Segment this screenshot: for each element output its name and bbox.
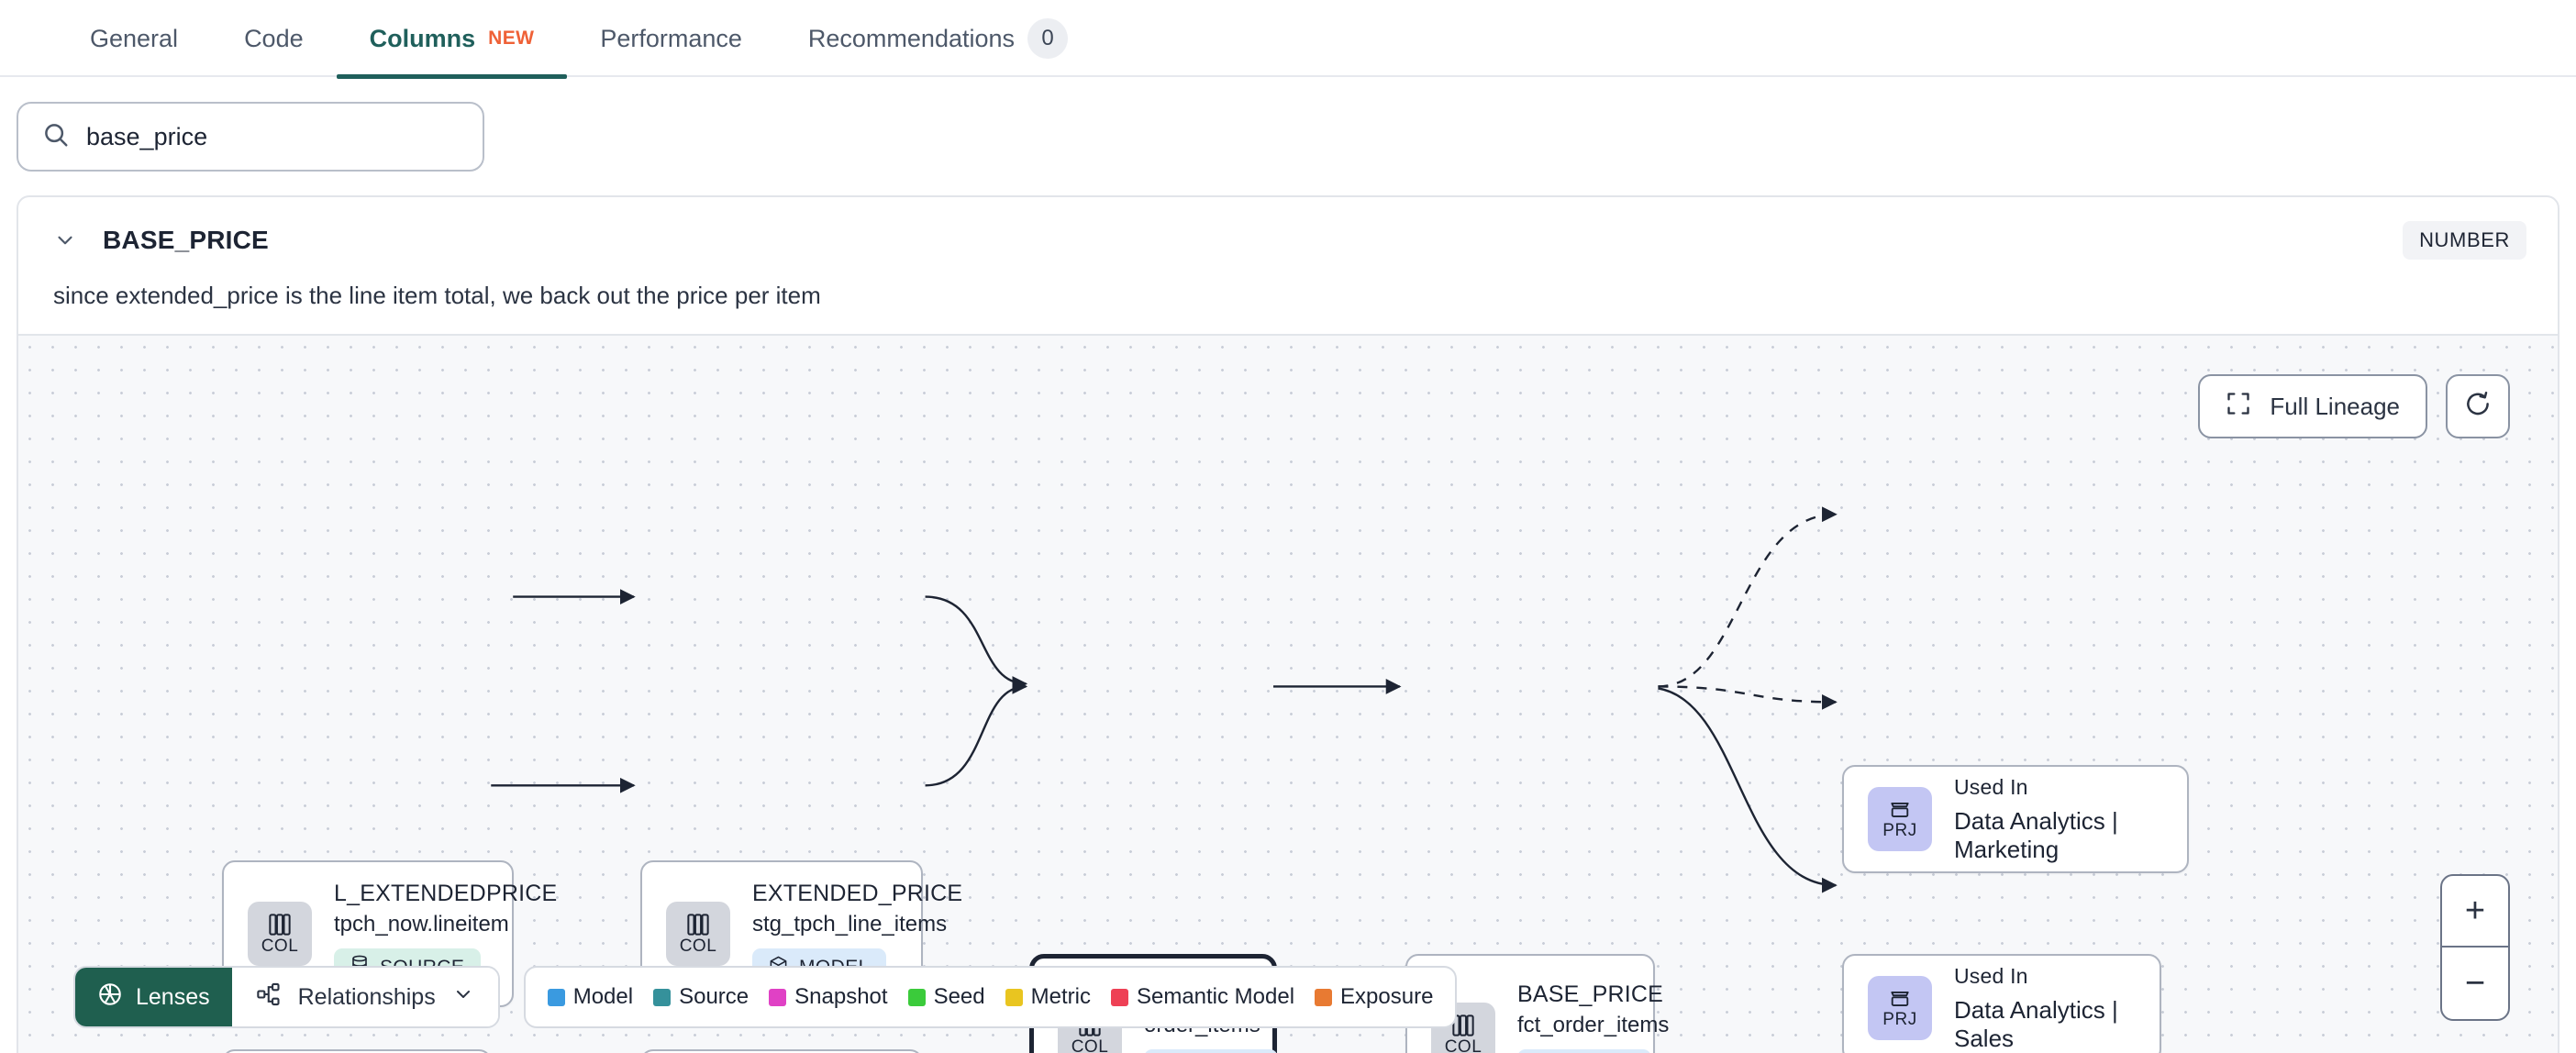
refresh-icon [2464,391,2492,423]
tab-general[interactable]: General [57,0,211,77]
tab-recommendations[interactable]: Recommendations 0 [775,0,1101,77]
legend-item-snapshot: Snapshot [769,984,888,1010]
project-icon: PRJ [1868,976,1932,1040]
node-subtitle: Data Analytics | Marketing [1954,806,2118,863]
legend-item-seed: Seed [907,984,985,1010]
legend-swatch [653,988,672,1006]
legend-swatch [1315,988,1333,1006]
tab-label: Code [244,24,304,52]
tab-bar: General Code Columns NEW Performance Rec… [0,0,2576,79]
legend-label: Exposure [1340,984,1434,1009]
legend-swatch [907,988,926,1006]
search-box[interactable] [17,102,484,172]
tab-performance[interactable]: Performance [567,0,775,77]
node-subtitle: fct_order_items [1517,1013,1670,1037]
tab-code[interactable]: Code [211,0,337,77]
legend-label: Source [679,984,749,1009]
lineage-node-used-in-sales[interactable]: PRJ Used In Data Analytics | Sales [1842,954,2161,1053]
expand-icon [2226,391,2251,423]
col-icon: COL [248,902,312,966]
node-subtitle: Data Analytics | Sales [1954,995,2118,1052]
lineage-node-used-in-marketing[interactable]: PRJ Used In Data Analytics | Marketing [1842,765,2189,873]
legend-label: Snapshot [794,984,888,1009]
tab-columns[interactable]: Columns NEW [336,0,568,79]
zoom-out-button[interactable]: − [2464,963,2486,1003]
project-icon: PRJ [1868,787,1932,851]
node-type-pill: MODEL [1144,1049,1278,1053]
full-lineage-button[interactable]: Full Lineage [2198,374,2427,438]
column-description: since extended_price is the line item to… [53,282,821,309]
recommendations-count-badge: 0 [1027,18,1069,59]
legend-label: Semantic Model [1136,984,1295,1009]
col-icon-label: COL [261,937,299,956]
search-area [0,77,2576,172]
lenses-label: Lenses [136,983,210,1010]
column-header: BASE_PRICE NUMBER [18,197,2558,265]
node-title: Used In [1954,774,2028,799]
column-type-badge: NUMBER [2403,221,2526,260]
col-icon-label: COL [1071,1037,1109,1053]
search-input[interactable] [86,122,459,151]
search-icon [42,121,70,153]
aperture-icon [97,981,123,1014]
zoom-controls: + − [2440,874,2510,1021]
node-title: BASE_PRICE [1517,981,1664,1007]
legend-item-metric: Metric [1005,984,1091,1010]
node-title: EXTENDED_PRICE [752,881,963,906]
full-lineage-label: Full Lineage [2270,392,2400,420]
col-icon: COL [1431,1003,1495,1053]
tab-label: Columns [369,24,476,52]
tab-label: Performance [600,24,742,52]
relationships-button[interactable]: Relationships [231,968,498,1026]
lineage-node-quantity[interactable]: COL QUANTITY stg_tpch_line_items MODEL [640,1049,923,1053]
chevron-down-icon [452,983,474,1012]
legend-swatch [547,988,565,1006]
node-title: Used In [1954,963,2028,988]
legend-label: Seed [933,984,985,1009]
legend-item-source: Source [653,984,749,1010]
legend-item-exposure: Exposure [1315,984,1433,1010]
column-panel: BASE_PRICE NUMBER since extended_price i… [17,195,2559,1053]
refresh-button[interactable] [2446,374,2510,438]
project-icon-label: PRJ [1882,821,1917,840]
tab-label: General [90,24,179,52]
lineage-canvas[interactable]: COL L_EXTENDEDPRICE tpch_now.lineitem SO… [18,334,2558,1053]
col-icon-label: COL [679,937,717,956]
new-badge: NEW [488,28,535,49]
lenses-button[interactable]: Lenses [75,968,232,1026]
node-type-pill: MODEL [1517,1049,1651,1053]
lineage-edges [491,506,1838,893]
legend-item-semantic-model: Semantic Model [1110,984,1295,1010]
lenses-group: Lenses Relationships [73,966,500,1028]
legend-swatch [1110,988,1128,1006]
tab-label: Recommendations [807,24,1016,52]
canvas-top-controls: Full Lineage [2198,374,2510,438]
col-icon-label: COL [1444,1037,1482,1053]
legend-label: Model [572,984,634,1009]
column-name: BASE_PRICE [103,226,269,254]
chevron-down-icon[interactable] [50,225,81,256]
legend-swatch [769,988,787,1006]
legend-swatch [1005,988,1023,1006]
project-icon-label: PRJ [1882,1010,1917,1029]
col-icon: COL [666,902,730,966]
legend-item-model: Model [547,984,634,1010]
legend-label: Metric [1030,984,1091,1009]
canvas-bottom-toolbar: Lenses Relationships [73,966,1458,1028]
node-subtitle: stg_tpch_line_items [752,912,948,937]
node-title: L_EXTENDEDPRICE [334,881,558,906]
lineage-legend: Model Source Snapshot Seed Metric [523,966,1458,1028]
relationships-label: Relationships [297,983,436,1010]
relationships-icon [256,981,282,1014]
node-subtitle: tpch_now.lineitem [334,912,509,937]
zoom-in-button[interactable]: + [2442,876,2508,948]
lineage-node-l-quantity[interactable]: COL L_QUANTITY tpch_now.lineitem SOURCE [222,1049,492,1053]
